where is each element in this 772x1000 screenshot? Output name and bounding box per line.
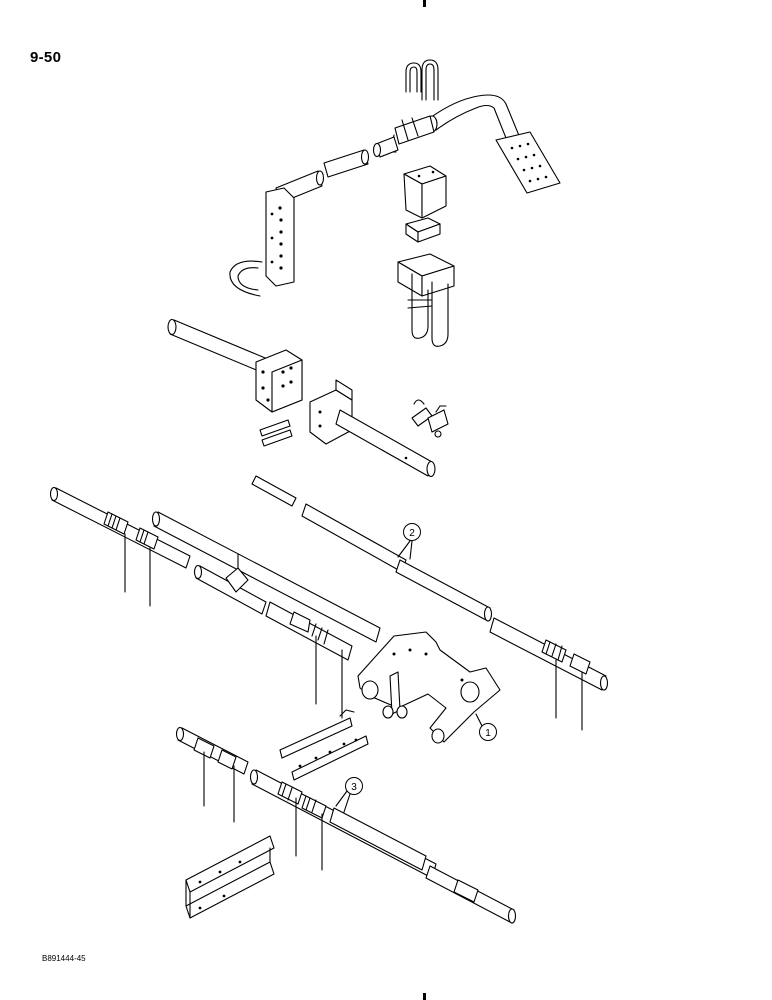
tube	[323, 149, 369, 178]
callout-1-label: 1	[485, 728, 491, 739]
page-number: 9-50	[30, 49, 62, 66]
callout-2-label: 2	[409, 528, 415, 539]
mount-plate	[495, 131, 561, 194]
binding-mark-top	[423, 0, 426, 7]
vertical-bracket	[265, 187, 295, 287]
bent-tube	[429, 94, 521, 144]
u-bolt	[421, 59, 439, 101]
figure-code: B891444-45	[42, 954, 86, 963]
bottom-shaft-assembly	[175, 726, 517, 924]
callout-3-label: 3	[351, 782, 357, 793]
callout-3: 3	[335, 777, 363, 813]
a-frame-bracket	[357, 631, 501, 743]
cross-tube-assembly	[167, 318, 449, 478]
stub-tube	[335, 409, 433, 477]
cross-tube	[169, 319, 271, 375]
lower-shaft-assembly	[49, 475, 609, 781]
u-bolt	[405, 62, 422, 93]
support-arm-assembly	[229, 59, 561, 347]
callout-2: 2	[397, 523, 421, 560]
binding-mark-bottom	[423, 993, 426, 1000]
callout-1: 1	[475, 713, 497, 741]
flat-plate	[185, 835, 275, 893]
